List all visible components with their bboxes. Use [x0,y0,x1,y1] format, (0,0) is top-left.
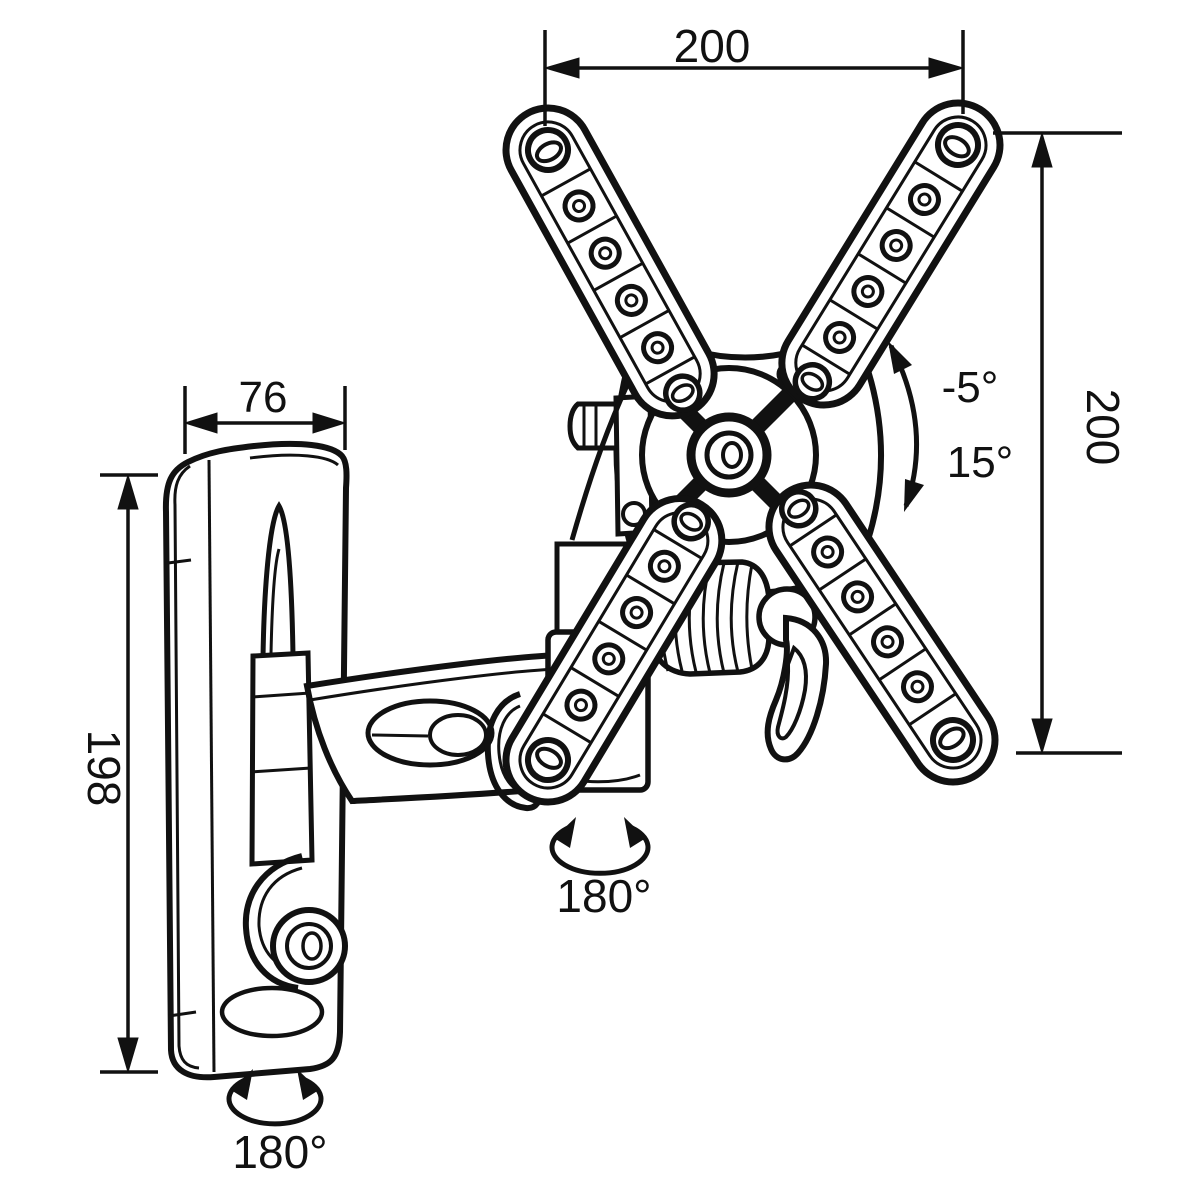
arrowhead-up [1031,131,1053,168]
arrowhead-right [928,57,965,79]
arrowhead-down [1031,718,1053,755]
dim-vesa-height-label: 200 [1077,389,1129,466]
swivel-arrow-right [297,1069,319,1100]
base-swivel-arc [226,1076,324,1127]
tilt-down-label: 15° [947,438,1014,487]
swivel-arrow-left [231,1069,253,1100]
arm-swivel-arc [549,824,651,876]
tilt-arrow-down [904,479,924,512]
plate-slot [219,985,325,1039]
arrowhead-left [183,412,218,434]
dim-plate-width: 76 [183,373,347,454]
arrowhead-up [117,473,139,510]
swivel-post [249,650,315,867]
tilt-up-label: -5° [942,363,999,412]
dim-plate-height: 198 [78,473,158,1074]
dim-vesa-height: 200 [993,131,1129,755]
tilt-arrow-up [888,341,912,374]
dim-vesa-width-label: 200 [674,20,751,72]
dim-plate-width-label: 76 [239,373,288,422]
arrowhead-right [312,412,347,434]
arrowhead-left [543,57,580,79]
wall-plate [162,440,350,1081]
tilt-annotation: -5° 15° [888,341,1013,512]
swivel-arrow-left [554,817,576,848]
base-swivel-annotation: 180° [226,1069,328,1178]
vesa-arm-top-left [491,93,729,431]
clamp-strap [242,853,303,991]
arrowhead-down [117,1037,139,1074]
dim-vesa-width: 200 [543,20,965,126]
swivel-arrow-right [624,817,646,848]
cable-hook [484,691,543,812]
base-swivel-label: 180° [232,1126,327,1178]
dim-plate-height-label: 198 [78,730,130,807]
arm-swivel-annotation: 180° [549,817,652,922]
arm-swivel-label: 180° [556,870,651,922]
